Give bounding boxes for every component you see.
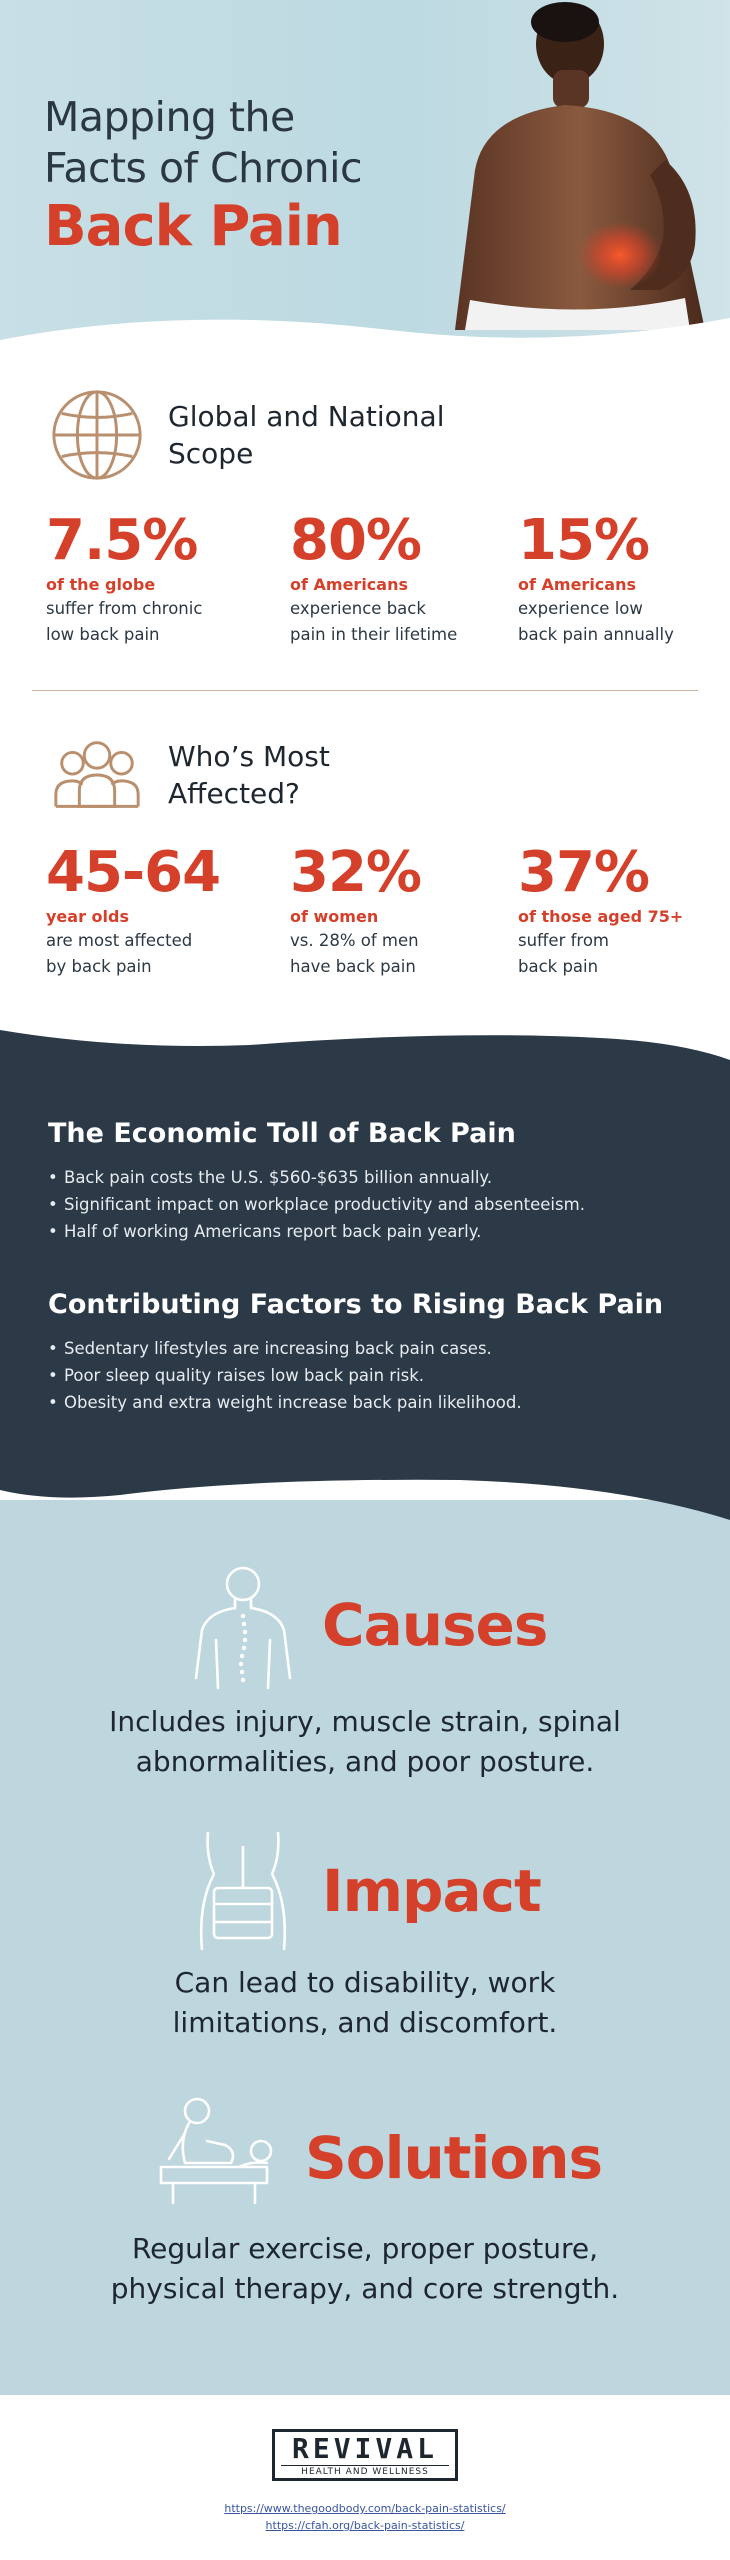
stat-item: 45-64 year olds are most affected by bac…: [46, 840, 246, 980]
list-item: Half of working Americans report back pa…: [48, 1218, 688, 1245]
causes-text-line: abnormalities, and poor posture.: [135, 1745, 595, 1778]
source-link[interactable]: https://cfah.org/back-pain-statistics/: [265, 2519, 465, 2532]
stat-desc: low back pain: [46, 625, 160, 644]
stat-desc: experience low: [518, 599, 643, 618]
causes-header: Causes: [188, 1560, 548, 1690]
impact-text: Can lead to disability, work limitations…: [40, 1963, 690, 2043]
stat-label: year olds: [46, 907, 129, 926]
solutions-text-line: Regular exercise, proper posture,: [131, 2232, 599, 2265]
stat-item: 15% of Americans experience low back pai…: [518, 508, 718, 648]
impact-text-line: limitations, and discomfort.: [172, 2006, 558, 2039]
stat-label: of Americans: [518, 575, 636, 594]
man-holding-lower-back-icon: [455, 2, 705, 330]
stat-desc: are most affected: [46, 931, 193, 950]
economic-block: The Economic Toll of Back Pain Back pain…: [48, 1116, 688, 1245]
page-title: Mapping the Facts of Chronic Back Pain: [44, 92, 444, 260]
hero-banner: Mapping the Facts of Chronic Back Pain: [0, 0, 730, 380]
section-heading: Global and National Scope: [168, 400, 445, 470]
people-group-icon: [54, 741, 140, 808]
footer: REVIVAL HEALTH AND WELLNESS https://www.…: [0, 2395, 730, 2560]
stat-desc: back pain: [518, 957, 599, 976]
stat-desc: pain in their lifetime: [290, 625, 458, 644]
back-brace-icon: [199, 1831, 287, 1951]
factors-list: Sedentary lifestyles are increasing back…: [48, 1335, 688, 1416]
impact-text-line: Can lead to disability, work: [174, 1966, 556, 1999]
causes-text: Includes injury, muscle strain, spinal a…: [40, 1702, 690, 1782]
dark-wave-background: [0, 1030, 730, 1520]
stat-desc: experience back: [290, 599, 426, 618]
physical-therapy-icon: [159, 2097, 273, 2205]
stat-number: 32%: [290, 840, 422, 905]
stat-item: 7.5% of the globe suffer from chronic lo…: [46, 508, 246, 648]
impact-heading: Impact: [322, 1857, 542, 1925]
affected-header: Who’s Most Affected?: [48, 726, 468, 824]
stat-label: of women: [290, 907, 379, 926]
stat-number: 37%: [518, 840, 650, 905]
globe-icon: [52, 390, 142, 480]
causes-text-line: Includes injury, muscle strain, spinal: [109, 1705, 621, 1738]
stat-item: 80% of Americans experience back pain in…: [290, 508, 490, 648]
affected-stats: 45-64 year olds are most affected by bac…: [46, 840, 696, 990]
stat-label: of the globe: [46, 575, 156, 594]
stat-number: 45-64: [46, 840, 221, 905]
stat-desc: by back pain: [46, 957, 152, 976]
list-item: Significant impact on workplace producti…: [48, 1191, 688, 1218]
stat-label: of Americans: [290, 575, 408, 594]
stat-label: of those aged 75+: [518, 907, 684, 926]
stat-desc: vs. 28% of men: [290, 931, 419, 950]
economic-factors-section: The Economic Toll of Back Pain Back pain…: [0, 1030, 730, 1520]
source-link[interactable]: https://www.thegoodbody.com/back-pain-st…: [224, 2502, 506, 2515]
factors-block: Contributing Factors to Rising Back Pain…: [48, 1287, 688, 1416]
solutions-header: Solutions: [155, 2093, 603, 2223]
solutions-text-line: physical therapy, and core strength.: [110, 2272, 620, 2305]
stat-number: 15%: [518, 508, 650, 573]
section-divider: [32, 690, 698, 691]
title-line: Facts of Chronic: [44, 144, 363, 192]
revival-logo: REVIVAL HEALTH AND WELLNESS: [272, 2429, 458, 2481]
stat-desc: suffer from chronic: [46, 599, 203, 618]
stat-number: 7.5%: [46, 508, 198, 573]
factors-heading: Contributing Factors to Rising Back Pain: [48, 1289, 664, 1320]
stat-item: 32% of women vs. 28% of men have back pa…: [290, 840, 490, 980]
scope-stats: 7.5% of the globe suffer from chronic lo…: [46, 508, 696, 658]
stat-desc: suffer from: [518, 931, 609, 950]
stat-desc: have back pain: [290, 957, 416, 976]
impact-header: Impact: [188, 1826, 542, 1956]
stat-number: 80%: [290, 508, 422, 573]
causes-heading: Causes: [322, 1591, 548, 1659]
solutions-text: Regular exercise, proper posture, physic…: [40, 2229, 690, 2309]
logo-name: REVIVAL: [291, 2432, 438, 2465]
stat-item: 37% of those aged 75+ suffer from back p…: [518, 840, 718, 980]
scope-header: Global and National Scope: [48, 386, 468, 484]
stat-desc: back pain annually: [518, 625, 674, 644]
causes-impact-solutions-section: [0, 1500, 730, 2395]
logo-tagline: HEALTH AND WELLNESS: [281, 2465, 449, 2478]
hero-wave-divider: [0, 318, 730, 380]
economic-list: Back pain costs the U.S. $560-$635 billi…: [48, 1164, 688, 1245]
section-heading: Who’s Most Affected?: [168, 740, 330, 810]
title-highlight: Back Pain: [44, 194, 343, 259]
list-item: Sedentary lifestyles are increasing back…: [48, 1335, 688, 1362]
title-line: Mapping the: [44, 93, 295, 141]
spine-silhouette-icon: [194, 1566, 292, 1690]
economic-heading: The Economic Toll of Back Pain: [48, 1118, 516, 1149]
solutions-heading: Solutions: [305, 2124, 603, 2192]
list-item: Back pain costs the U.S. $560-$635 billi…: [48, 1164, 688, 1191]
list-item: Obesity and extra weight increase back p…: [48, 1389, 688, 1416]
list-item: Poor sleep quality raises low back pain …: [48, 1362, 688, 1389]
